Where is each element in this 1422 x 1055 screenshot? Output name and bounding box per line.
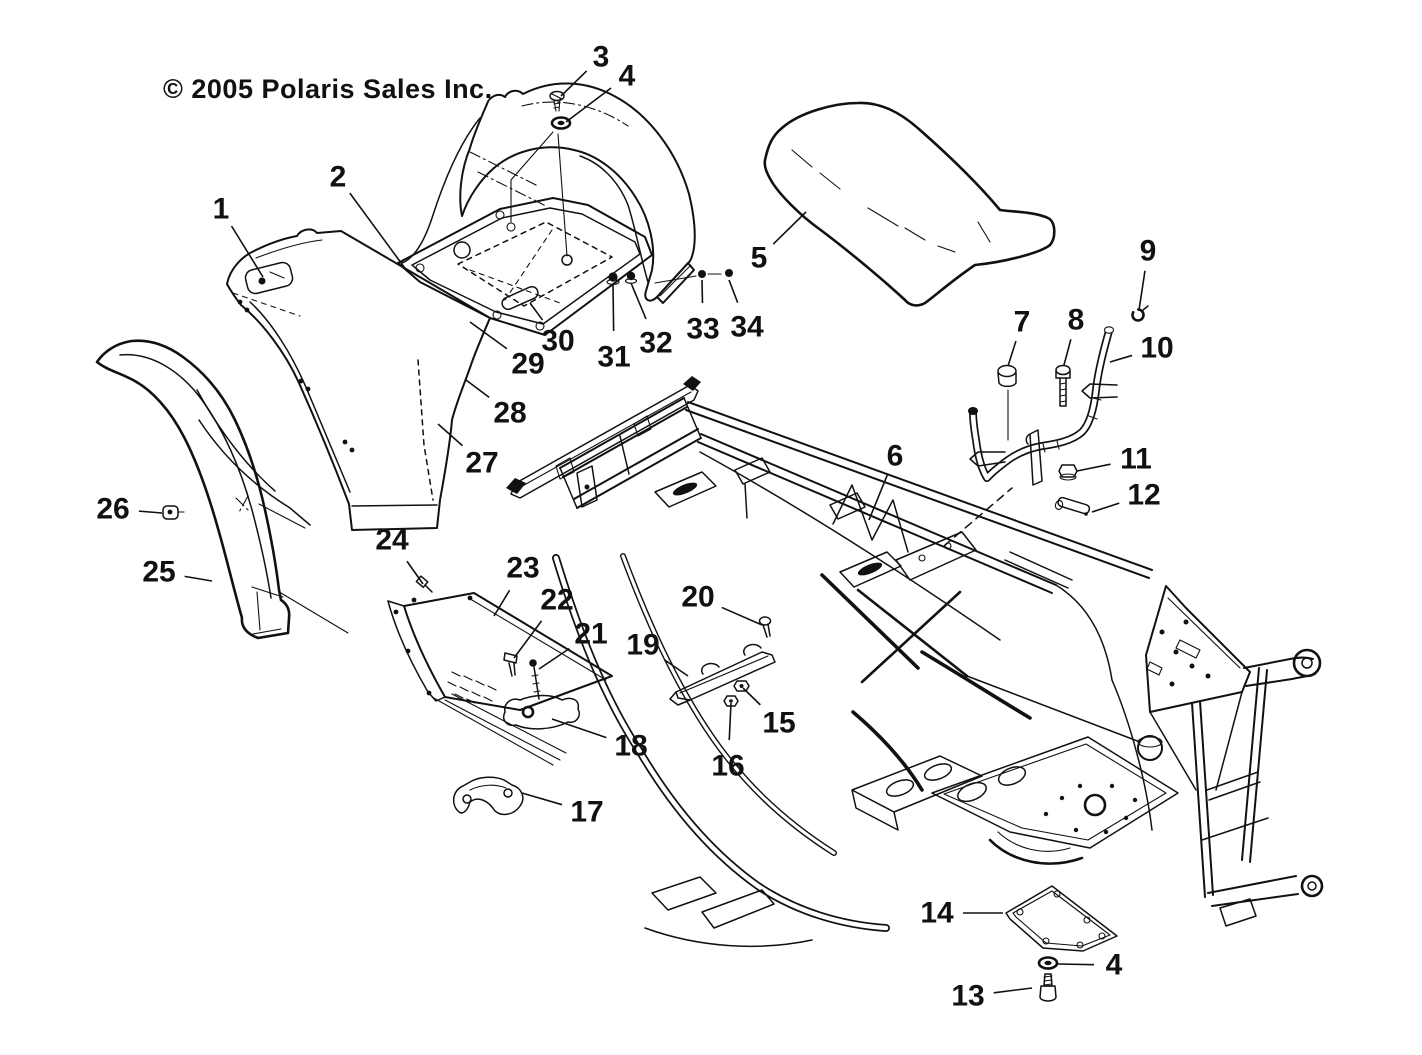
callout-31: 31 bbox=[597, 341, 630, 374]
leader-line-19 bbox=[663, 659, 689, 677]
callout-33: 33 bbox=[686, 313, 719, 346]
leader-line-24 bbox=[406, 560, 424, 585]
callout-2: 2 bbox=[330, 161, 347, 194]
leader-line-3 bbox=[560, 70, 588, 97]
leader-line-6 bbox=[868, 474, 889, 521]
callout-7: 7 bbox=[1014, 306, 1031, 339]
leader-line-13 bbox=[993, 987, 1033, 994]
callout-30: 30 bbox=[541, 325, 574, 358]
leader-line-25 bbox=[184, 575, 213, 582]
clip-26 bbox=[162, 505, 185, 520]
screw-21 bbox=[529, 659, 541, 700]
copyright-notice: © 2005 Polaris Sales Inc. bbox=[163, 74, 493, 104]
callout-9: 9 bbox=[1140, 235, 1157, 268]
callout-10: 10 bbox=[1140, 332, 1173, 365]
callout-29: 29 bbox=[511, 348, 544, 381]
bolt-20 bbox=[758, 616, 772, 638]
callout-21: 21 bbox=[574, 618, 607, 651]
latch-detail bbox=[244, 261, 294, 295]
leader-line-28 bbox=[465, 379, 490, 399]
leader-line-17 bbox=[521, 792, 563, 806]
bolt-13 bbox=[1039, 973, 1057, 1002]
callout-12: 12 bbox=[1127, 479, 1160, 512]
leader-line-15 bbox=[742, 687, 761, 706]
leader-line-32 bbox=[630, 282, 647, 320]
callout-25: 25 bbox=[142, 556, 175, 589]
callout-34: 34 bbox=[730, 311, 764, 344]
leader-line-23 bbox=[493, 589, 511, 617]
leader-line-34 bbox=[728, 279, 739, 304]
leader-line-29 bbox=[469, 321, 508, 350]
callout-6: 6 bbox=[887, 440, 904, 473]
leader-line-31 bbox=[612, 283, 615, 332]
callout-32: 32 bbox=[639, 327, 672, 360]
push-cap-7 bbox=[997, 364, 1017, 441]
leader-line-4 bbox=[1057, 963, 1095, 966]
nut-16 bbox=[723, 695, 739, 707]
callout-4: 4 bbox=[619, 60, 636, 93]
leader-line-7 bbox=[1007, 340, 1017, 367]
nut-15 bbox=[733, 680, 750, 692]
leader-line-21 bbox=[538, 647, 570, 670]
leader-line-2 bbox=[349, 192, 408, 272]
screw-3 bbox=[549, 90, 565, 112]
fender-flare bbox=[95, 339, 349, 640]
rear-cab-assembly bbox=[226, 82, 733, 531]
nut-11 bbox=[1058, 464, 1078, 481]
leader-line-4 bbox=[565, 87, 612, 123]
leader-line-30 bbox=[529, 302, 544, 321]
washer-4 bbox=[550, 116, 572, 130]
callout-1: 1 bbox=[213, 193, 230, 226]
callout-5: 5 bbox=[751, 242, 768, 275]
frame bbox=[506, 376, 1324, 948]
callout-8: 8 bbox=[1068, 304, 1085, 337]
leader-line-26 bbox=[138, 510, 163, 514]
seat bbox=[763, 101, 1056, 307]
leader-line-5 bbox=[772, 211, 807, 245]
skid-plate-assembly bbox=[1005, 885, 1118, 1002]
washer-4b bbox=[1037, 956, 1059, 970]
bracket-17 bbox=[452, 776, 524, 816]
leader-line-10 bbox=[1109, 354, 1133, 363]
callout-27: 27 bbox=[465, 447, 498, 480]
leader-line-1 bbox=[230, 225, 264, 278]
fastener-row bbox=[606, 269, 733, 285]
pin-12 bbox=[1054, 496, 1091, 516]
callout-15: 15 bbox=[762, 707, 795, 740]
grab-bar-assembly bbox=[943, 305, 1149, 547]
clip-9 bbox=[1131, 305, 1149, 322]
callout-4: 4 bbox=[1106, 949, 1123, 982]
footwell-assembly bbox=[387, 575, 613, 816]
callout-18: 18 bbox=[614, 730, 647, 763]
callout-3: 3 bbox=[593, 41, 610, 74]
leader-line-11 bbox=[1076, 463, 1111, 472]
leader-line-12 bbox=[1091, 502, 1120, 513]
leader-line-18 bbox=[551, 718, 607, 739]
leader-line-27 bbox=[437, 423, 464, 447]
leader-line-9 bbox=[1138, 270, 1146, 311]
leader-line-16 bbox=[728, 702, 732, 741]
screw-22 bbox=[503, 652, 518, 677]
bolt-8 bbox=[1055, 364, 1071, 407]
support-bracket-assembly bbox=[669, 616, 776, 707]
leader-line-22 bbox=[513, 620, 543, 659]
callout-24: 24 bbox=[375, 524, 409, 557]
callout-23: 23 bbox=[506, 552, 539, 585]
callout-14: 14 bbox=[920, 897, 954, 930]
callout-17: 17 bbox=[570, 796, 603, 829]
callout-28: 28 bbox=[493, 397, 526, 430]
callout-13: 13 bbox=[951, 980, 984, 1013]
leader-line-20 bbox=[721, 606, 763, 626]
callout-22: 22 bbox=[540, 584, 573, 617]
bracket-18 bbox=[503, 694, 580, 730]
callout-16: 16 bbox=[711, 750, 744, 783]
leader-line-8 bbox=[1063, 339, 1072, 366]
callout-20: 20 bbox=[681, 581, 714, 614]
callout-11: 11 bbox=[1120, 443, 1152, 476]
callout-19: 19 bbox=[626, 629, 659, 662]
callout-26: 26 bbox=[96, 493, 129, 526]
